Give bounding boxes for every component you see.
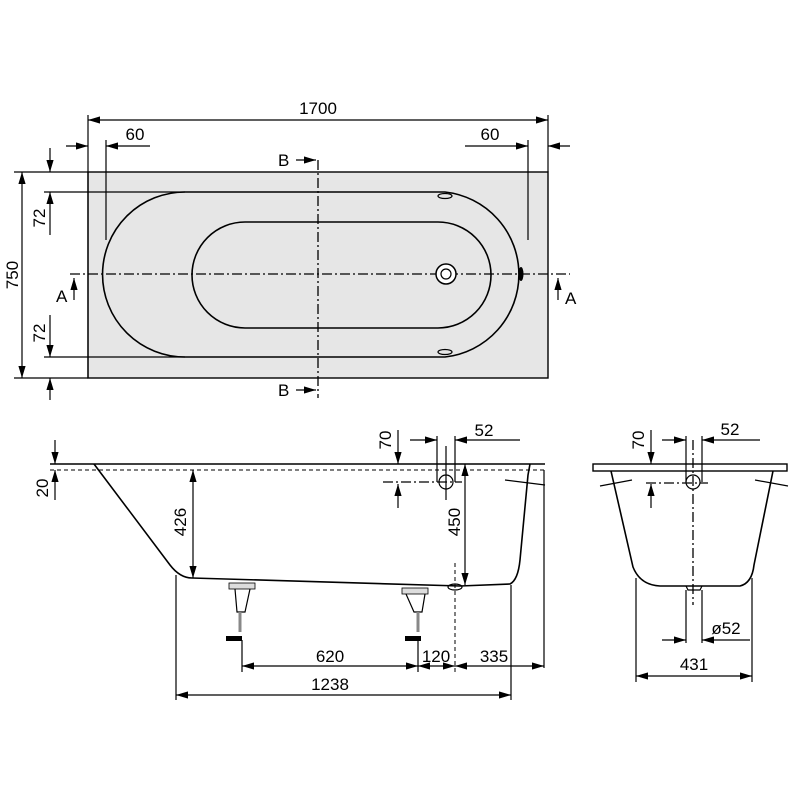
dim-drain-to-end: 335	[480, 647, 508, 666]
overflow-icon	[437, 192, 453, 200]
dim-rim-left: 60	[126, 125, 145, 144]
dim-total-height: 450	[445, 508, 464, 536]
dim-side-top: 72	[30, 209, 49, 228]
end-view: 52 70 ø52 431	[592, 420, 789, 682]
basin-inner	[191, 221, 492, 329]
section-b-bottom: B	[278, 381, 289, 400]
section-a-right: A	[565, 289, 577, 308]
dim-rim-right: 60	[481, 125, 500, 144]
tub-profile-end	[610, 470, 774, 587]
dim-overflow-diameter: 52	[475, 421, 494, 440]
dim-length: 1700	[299, 99, 337, 118]
section-a-left: A	[56, 287, 68, 306]
dim-overflow-offset: 70	[376, 431, 395, 450]
section-b-top: B	[278, 151, 289, 170]
foot	[226, 582, 256, 641]
drain-icon	[435, 263, 457, 285]
dim-width: 750	[3, 261, 22, 289]
dim-base-width: 431	[680, 655, 708, 674]
overflow-icon	[437, 348, 453, 356]
dim-foot-to-drain: 120	[422, 647, 450, 666]
dim-end-overflow-offset: 70	[629, 431, 648, 450]
foot	[401, 587, 429, 641]
slot-icon	[518, 267, 524, 281]
dim-side-bottom: 72	[30, 324, 49, 343]
dim-end-overflow-diameter: 52	[721, 420, 740, 439]
dim-drain-diameter: ø52	[711, 619, 740, 638]
side-view: 20 426 70 52 450 620 120 335 1238	[33, 421, 546, 700]
dim-rim-thickness: 20	[33, 479, 52, 498]
tub-profile	[93, 463, 531, 587]
dim-inner-depth: 426	[171, 508, 190, 536]
dim-base-length: 1238	[311, 675, 349, 694]
dim-feet-spacing: 620	[316, 647, 344, 666]
top-view: 1700 60 60 750 72 72 A A B B	[3, 99, 577, 400]
